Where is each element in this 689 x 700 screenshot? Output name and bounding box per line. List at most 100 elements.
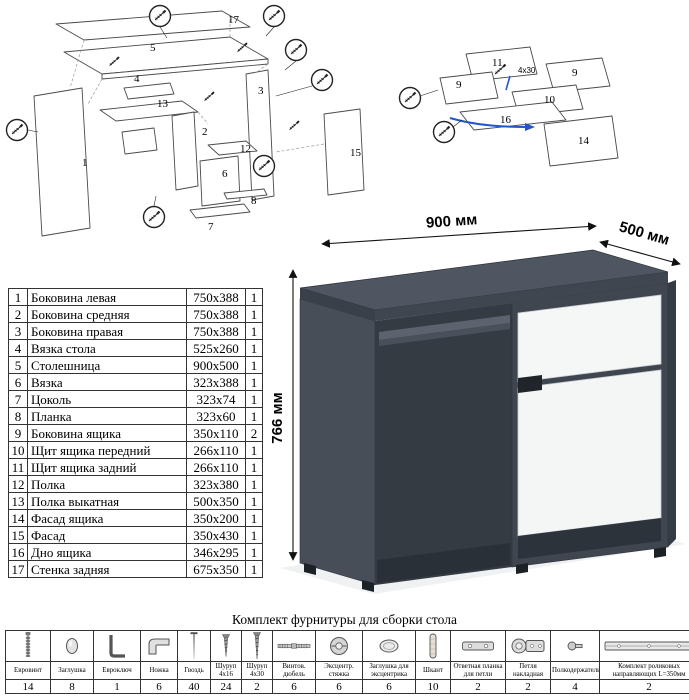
parts-cell-size: 500х350 xyxy=(186,492,246,510)
depth-dimension-label: 500 мм xyxy=(617,218,671,249)
callout-part-7: 7 xyxy=(208,221,214,233)
furniture-foot-icon xyxy=(140,630,178,662)
hardware-item-qty: 14 xyxy=(5,679,51,694)
parts-cell-size: 323х60 xyxy=(186,407,246,425)
hardware-item-name: Гвоздь xyxy=(177,661,211,680)
hardware-item-qty: 40 xyxy=(177,679,211,694)
parts-cell-num: 14 xyxy=(8,509,28,527)
parts-cell-num: 2 xyxy=(8,305,28,323)
desk-feet xyxy=(304,547,666,592)
parts-cell-num: 1 xyxy=(8,288,28,306)
parts-cell-num: 10 xyxy=(8,441,28,459)
screw-short-icon xyxy=(210,630,242,662)
callout-part-2: 2 xyxy=(202,126,208,138)
cap-plug-icon xyxy=(50,630,94,662)
parts-cell-name: Боковина правая xyxy=(27,322,187,340)
parts-cell-name: Фасад xyxy=(27,526,187,544)
parts-cell-name: Цоколь xyxy=(27,390,187,408)
parts-cell-qty: 1 xyxy=(245,543,263,561)
parts-cell-qty: 1 xyxy=(245,509,263,527)
parts-cell-name: Боковина средняя xyxy=(27,305,187,323)
panel-rail xyxy=(121,127,158,155)
parts-cell-num: 5 xyxy=(8,356,28,374)
parts-cell-size: 323х388 xyxy=(186,373,246,391)
parts-cell-qty: 1 xyxy=(245,441,263,459)
parts-cell-size: 346х295 xyxy=(186,543,246,561)
hardware-item-qty: 2 xyxy=(599,679,689,694)
parts-cell-size: 350х430 xyxy=(186,526,246,544)
panel-shelf-12 xyxy=(207,140,258,156)
parts-cell-qty: 1 xyxy=(245,407,263,425)
desk-3d-render: 900 мм 500 мм 766 мм xyxy=(269,211,686,594)
screw-long-icon xyxy=(241,630,273,662)
hardware-item-name: Винтов. дюбель xyxy=(272,661,316,680)
fastener-callouts xyxy=(5,4,334,229)
parts-cell-name: Полка xyxy=(27,475,187,493)
hardware-item-qty: 2 xyxy=(241,679,273,694)
parts-cell-size: 323х74 xyxy=(186,390,246,408)
callout-part-17: 17 xyxy=(228,14,240,26)
parts-cell-qty: 1 xyxy=(245,390,263,408)
parts-cell-size: 266х110 xyxy=(186,441,246,459)
keyboard-tray-top xyxy=(379,315,510,340)
exploded-view-desk: 1 2 3 4 5 6 7 8 12 13 15 17 xyxy=(5,4,365,237)
parts-cell-size: 750х388 xyxy=(186,305,246,323)
parts-cell-name: Щит ящика задний xyxy=(27,458,187,476)
hardware-item-name: Шкант xyxy=(415,661,451,680)
fastener-callouts-drawer xyxy=(398,86,463,144)
shelf-pin-icon xyxy=(550,630,600,662)
hardware-item-name: Эксцентр. стяжка xyxy=(315,661,363,680)
panel-left-side-1 xyxy=(33,87,91,237)
parts-cell-size: 350х200 xyxy=(186,509,246,527)
dimension-lines xyxy=(288,222,681,561)
parts-cell-size: 900х500 xyxy=(186,356,246,374)
callout-part-4: 4 xyxy=(134,73,140,85)
parts-cell-size: 525х260 xyxy=(186,339,246,357)
double-thread-dowel-icon xyxy=(272,630,316,662)
parts-cell-num: 17 xyxy=(8,560,28,578)
nail-icon xyxy=(177,630,211,662)
callout-part-9-right: 9 xyxy=(572,67,578,79)
parts-cell-num: 15 xyxy=(8,526,28,544)
desk-top-front-edge xyxy=(375,272,668,321)
hardware-item-qty: 6 xyxy=(272,679,316,694)
hardware-item-name: Полкодержатель xyxy=(550,661,600,680)
height-dimension-label: 766 мм xyxy=(269,392,286,443)
desk-left-panel xyxy=(299,298,376,586)
hardware-item-name: Комплект роликовых направляющих L=350мм xyxy=(599,661,689,680)
callout-part-10: 10 xyxy=(544,94,556,106)
parts-cell-num: 16 xyxy=(8,543,28,561)
callout-part-13: 13 xyxy=(157,98,169,110)
hardware-item-name: Ответная планка для петли xyxy=(450,661,506,680)
parts-cell-num: 7 xyxy=(8,390,28,408)
hardware-item-qty: 4 xyxy=(550,679,600,694)
drawer-number-labels: 9 11 9 10 16 14 xyxy=(456,57,590,147)
width-dimension-label: 900 мм xyxy=(425,211,477,232)
cam-cap-icon xyxy=(362,630,416,662)
cabinet-plinth xyxy=(518,518,661,559)
hardware-item-name: Заглушка xyxy=(50,661,94,680)
cam-lock-icon xyxy=(315,630,363,662)
assembly-guide-lines xyxy=(69,16,325,153)
hardware-item-name: Шуруп 4х30 xyxy=(241,661,273,680)
door-handle-recess xyxy=(518,375,542,393)
parts-cell-qty: 1 xyxy=(245,458,263,476)
drawer-side-left-9 xyxy=(439,71,499,105)
parts-cell-name: Планка xyxy=(27,407,187,425)
hardware-item-name: Евроключ xyxy=(93,661,141,680)
parts-cell-qty: 1 xyxy=(245,356,263,374)
